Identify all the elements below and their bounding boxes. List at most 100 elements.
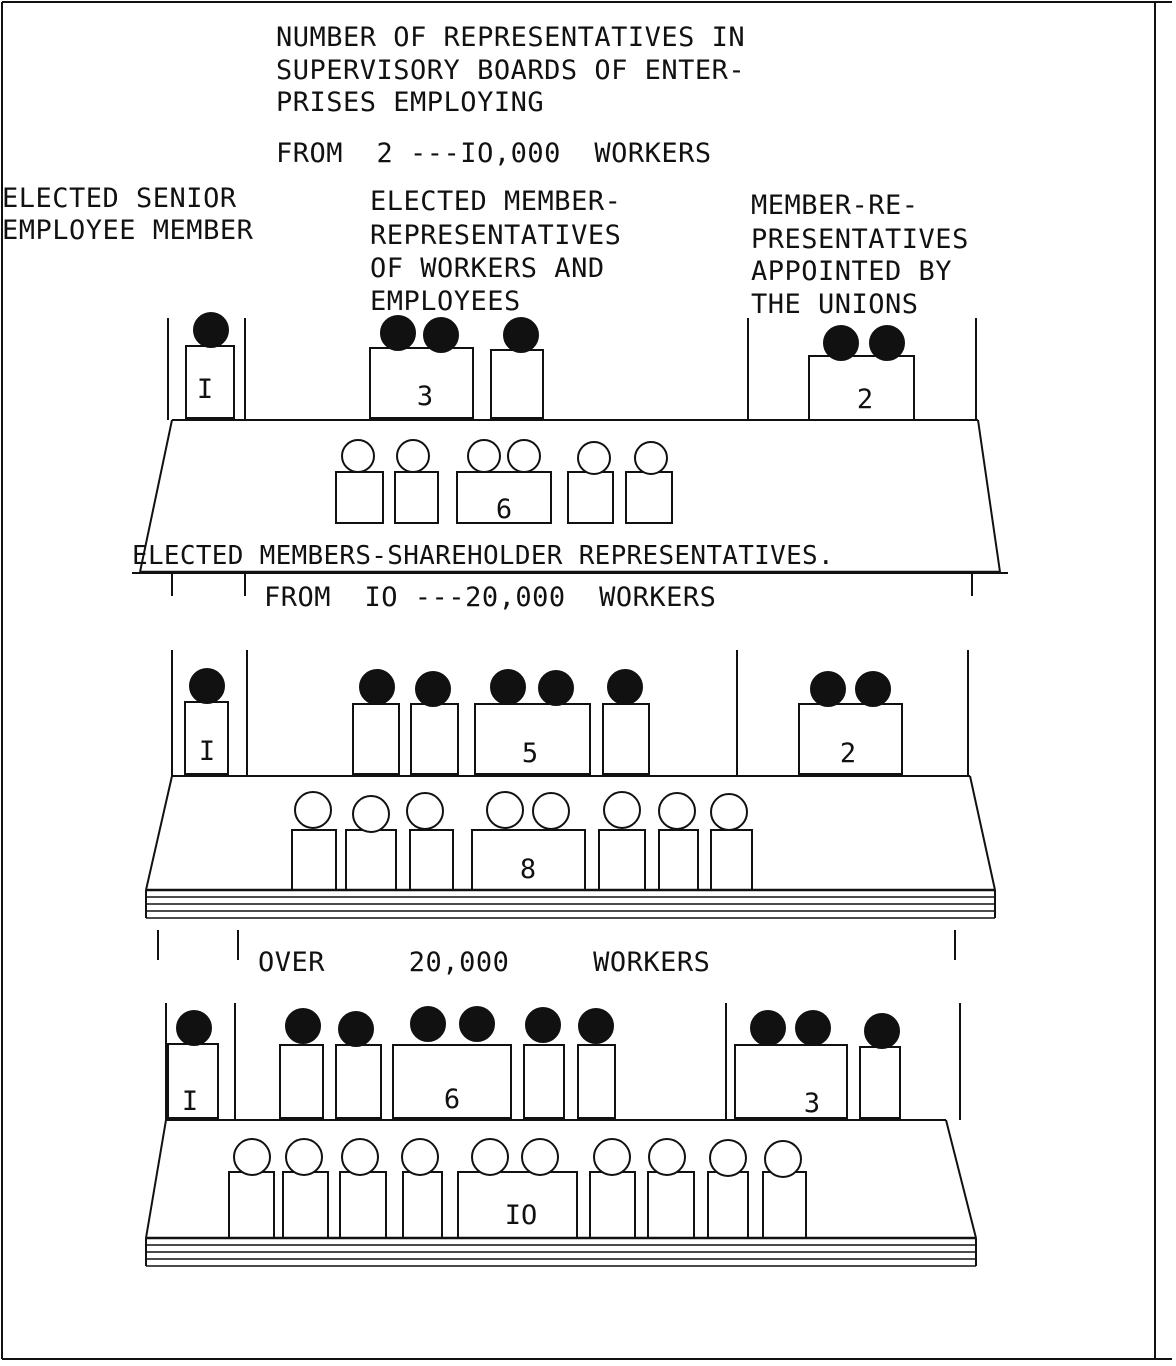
tier-2-worker-seat [411, 704, 458, 774]
tier-3-worker-seat [336, 1045, 381, 1118]
tier-2-range-label: FROM IO ---20,000 WORKERS [264, 582, 716, 613]
tier-3-shareholder-head [765, 1141, 801, 1177]
tier-1-shareholder-head [578, 442, 610, 474]
unions-label-1: MEMBER-RE- [751, 190, 919, 221]
tier-2-shareholder-head [533, 793, 569, 829]
tier-1-shareholder-head [397, 440, 429, 472]
tier-2-shareholder-head [407, 793, 443, 829]
tier-3-shareholder-head [342, 1139, 378, 1175]
tier-2-worker-head [416, 672, 450, 706]
unions-label-4: THE UNIONS [751, 289, 919, 320]
workers-label-4: EMPLOYEES [370, 286, 521, 317]
tier-1-range-label: FROM 2 ---IO,000 WORKERS [276, 138, 712, 169]
tier-2-unions-count: 2 [840, 738, 856, 769]
tier-1-union-head [870, 326, 904, 360]
tier-1-deck-right-edge [978, 420, 1000, 572]
tier-1-worker-seat [491, 350, 543, 418]
tier-2-shareholder-head [487, 792, 523, 828]
tier-2-worker-seat [353, 704, 399, 774]
unions-label-2: PRESENTATIVES [751, 224, 969, 255]
tier-2-worker-head [360, 670, 394, 704]
tier-3-senior-head [177, 1011, 211, 1045]
tier-3-shareholder-head [522, 1139, 558, 1175]
tier-3-worker-head [579, 1009, 613, 1043]
tier-1-shareholder-head [635, 442, 667, 474]
tier-3-shareholder-head [594, 1139, 630, 1175]
tier-1-shareholder-head [342, 440, 374, 472]
tier-3-shareholder-head [402, 1139, 438, 1175]
tier-2-senior-head [190, 669, 224, 703]
tier-1-shareholder-seat [626, 472, 672, 523]
tier-2-worker-head [539, 671, 573, 705]
title-line-1: NUMBER OF REPRESENTATIVES IN [276, 22, 745, 53]
tier-2-shareholder-head [659, 793, 695, 829]
tier-2-shareholder-head [295, 792, 331, 828]
tier-3-shareholder-head [649, 1139, 685, 1175]
tier-3-worker-head [339, 1012, 373, 1046]
tier-2-deck-right-edge [970, 776, 995, 890]
tier-2-shareholder-seat [711, 830, 752, 890]
tier-2-shareholder-seat [659, 830, 698, 890]
tier-3-shareholder-seat [229, 1172, 274, 1238]
tier-3-deck-left-edge [146, 1120, 166, 1238]
tier-3-workers-count: 6 [444, 1084, 460, 1115]
tier-3-union-head [865, 1014, 899, 1048]
tier-2-workers-count: 5 [522, 738, 538, 769]
tier-1-worker-head [424, 318, 458, 352]
tier-2-worker-head [608, 670, 642, 704]
tier-1-union-head [824, 326, 858, 360]
unions-label-3: APPOINTED BY [751, 256, 952, 287]
tier-3-shareholder-seat [648, 1172, 694, 1238]
tier-2-shareholder-head [604, 792, 640, 828]
tier-2-shareholder-seat [410, 830, 453, 890]
tier-3-union-seat [860, 1047, 900, 1118]
tier-1-shareholders-count: 6 [496, 494, 512, 525]
tier-2-senior-count: I [199, 736, 215, 767]
tier-3-union-head [796, 1011, 830, 1045]
tier-1-shareholder-seat [336, 472, 383, 523]
tier-3-worker-head [460, 1007, 494, 1041]
tier-2-shareholder-head [353, 796, 389, 832]
tier-2-deck-left-edge [146, 776, 172, 890]
tier-1-unions-count: 2 [857, 384, 873, 415]
tier-3-shareholder-seat [283, 1172, 328, 1238]
tier-3-shareholder-head [234, 1139, 270, 1175]
tier-3-range-label: OVER 20,000 WORKERS [258, 947, 710, 978]
tier-3-union-head [751, 1011, 785, 1045]
tier-3-worker-seat [524, 1045, 564, 1118]
tier-3-shareholder-head [286, 1139, 322, 1175]
tier-3-worker-seat [578, 1045, 615, 1118]
tier-3-shareholder-seat [763, 1172, 806, 1238]
senior-employee-label-2: EMPLOYEE MEMBER [2, 215, 253, 246]
workers-label-3: OF WORKERS AND [370, 253, 605, 284]
tier-1-shareholder-head [468, 440, 500, 472]
workers-label-1: ELECTED MEMBER- [370, 186, 621, 217]
tier-3-shareholder-seat [340, 1172, 386, 1238]
tier-3-senior-count: I [182, 1086, 198, 1117]
tier-1-shareholder-seat [568, 472, 613, 523]
tier-1-shareholder-seat [395, 472, 438, 523]
tier-1-senior-head [194, 313, 228, 347]
tier-3-worker-head [411, 1007, 445, 1041]
tier-3-shareholder-seat [708, 1172, 748, 1238]
tier-1-worker-head [381, 316, 415, 350]
tier-2-shareholder-seat [346, 830, 396, 890]
tier-2-shareholder-seat [599, 830, 645, 890]
tier-1-worker-head [504, 318, 538, 352]
tier-2-worker-head [491, 670, 525, 704]
tier-3-worker-head [286, 1009, 320, 1043]
tier-3-shareholder-head [472, 1139, 508, 1175]
tier-3-shareholders-count: IO [505, 1200, 538, 1231]
tier-2-union-head [811, 672, 845, 706]
tier-2-shareholder-head [711, 794, 747, 830]
tier-3-shareholder-seat [590, 1172, 635, 1238]
tier-1-senior-count: I [197, 374, 213, 405]
tier-3-unions-count: 3 [804, 1088, 820, 1119]
tier-1-workers-count: 3 [417, 381, 433, 412]
tier-2-shareholder-seat [292, 830, 336, 890]
title-line-3: PRISES EMPLOYING [276, 87, 544, 118]
tier-3-worker-seat [280, 1045, 323, 1118]
senior-employee-label-1: ELECTED SENIOR [2, 183, 237, 214]
workers-label-2: REPRESENTATIVES [370, 220, 621, 251]
